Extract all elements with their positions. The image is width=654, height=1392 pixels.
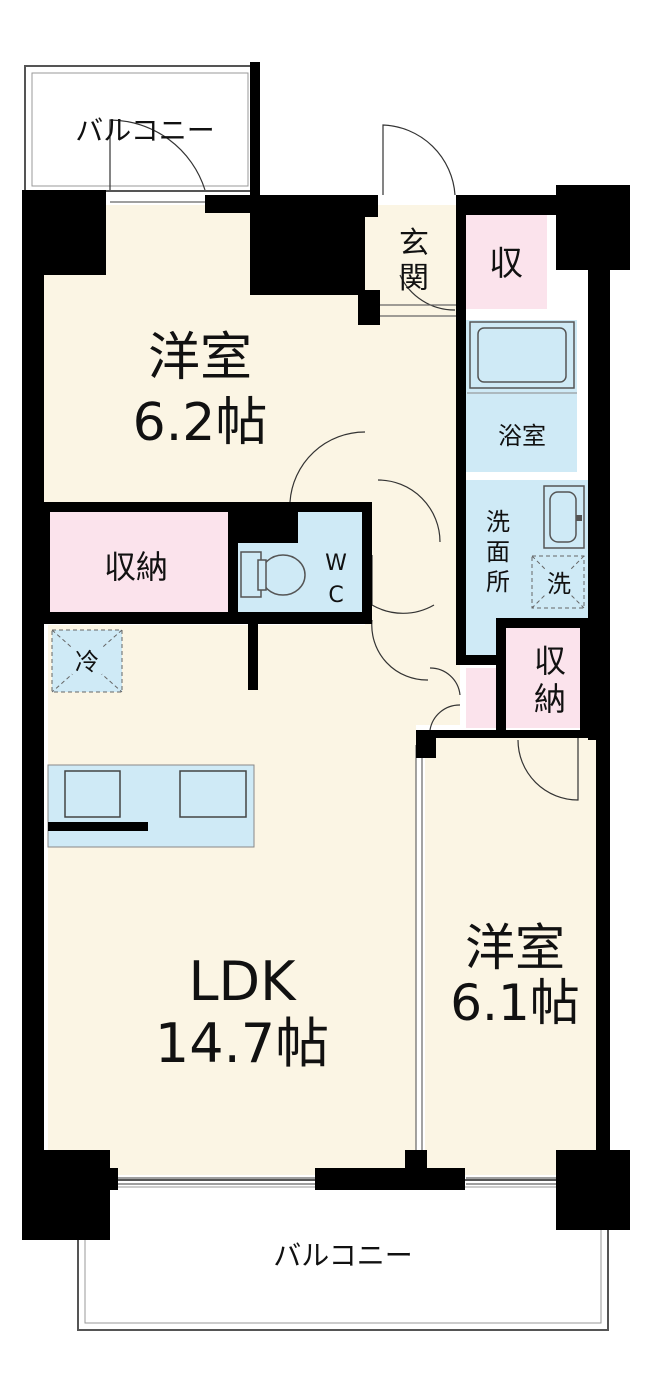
storage-2-label-2: 納 [534,680,566,718]
western-room-2-floor [425,735,600,1175]
toilet [240,551,306,598]
storage-entrance-floor [465,214,547,309]
balcony-bottom-label: バルコニー [273,1239,412,1272]
door-swings [109,119,579,801]
balcony-top-label: バルコニー [75,114,214,147]
wash-basin [543,485,585,549]
small-closet-floor [466,668,496,728]
storage-1-floor [40,512,232,620]
balcony-top [24,65,256,192]
washroom-label-1: 洗 [486,508,510,536]
wc-label-c: C [328,583,343,608]
storage-2-label-1: 収 [534,642,566,680]
washroom-label-2: 面 [486,538,510,566]
walls [22,62,630,1240]
storage-entrance-label: 収 [489,244,523,284]
western-room-2-size: 6.1帖 [450,974,580,1032]
storage-2-floor [505,625,590,728]
entrance-label-2: 関 [399,261,429,296]
kitchen-counter [47,764,255,848]
western-room-2-name: 洋室 [465,919,565,977]
storage-1-label: 収納 [104,548,168,586]
ldk-size: 14.7帖 [155,1012,329,1075]
western-room-1-size: 6.2帖 [133,393,268,453]
bathroom-label: 浴室 [498,422,546,450]
ldk-floor [48,625,416,1175]
bathtub [467,321,577,394]
washroom-ext-floor [466,618,498,658]
thin-lines [110,201,560,1185]
washroom-label-3: 所 [486,568,510,596]
fridge-space [51,629,123,693]
balcony-bottom [77,1179,609,1331]
washer-label: 洗 [547,570,571,598]
fridge-label: 冷 [75,648,99,676]
entrance-label-1: 玄 [399,226,429,261]
wc-label-w: W [325,551,347,576]
ldk-name: LDK [188,950,297,1013]
western-room-1-name: 洋室 [148,328,252,388]
washer-space [531,555,585,609]
